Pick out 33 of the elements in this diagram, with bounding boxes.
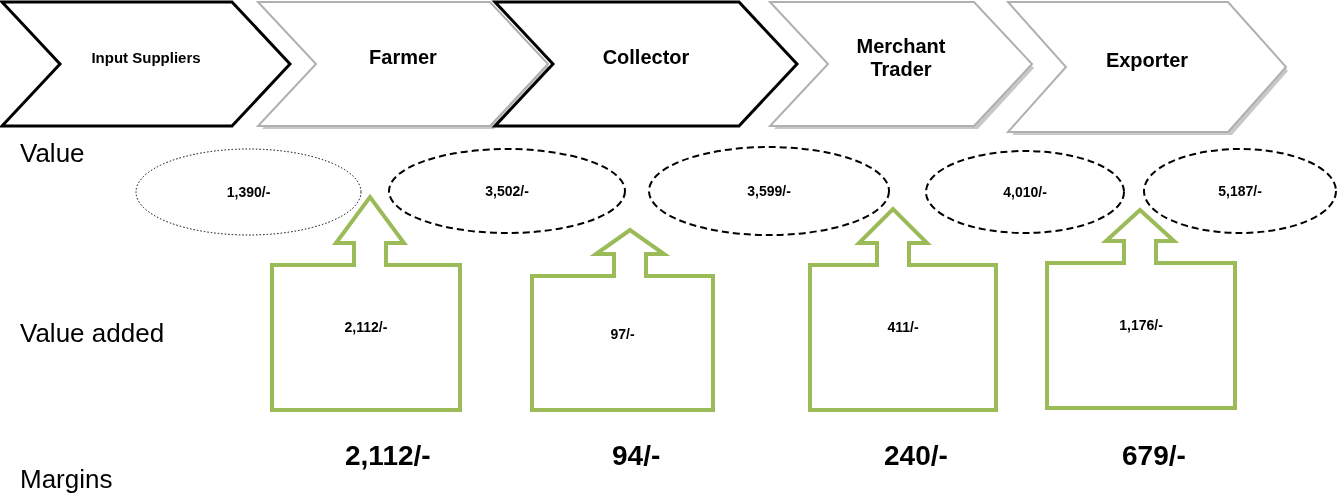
- value-ellipse: [1143, 148, 1337, 234]
- node-label: 4,010/-: [1002, 183, 1048, 202]
- row-label: Value: [20, 138, 85, 169]
- margin-value: 679/-: [1122, 440, 1186, 472]
- chevron-step: [770, 2, 1032, 126]
- value-ellipse: [648, 146, 890, 236]
- margin-value: 240/-: [884, 440, 948, 472]
- chevron-step: [2, 2, 290, 126]
- margin-value: 2,112/-: [345, 440, 431, 472]
- node-label: 3,599/-: [746, 182, 792, 201]
- value-ellipse: [388, 148, 626, 234]
- value-added-callout: [808, 207, 998, 412]
- value-ellipse: [925, 150, 1125, 234]
- node-label: 411/-: [886, 318, 920, 338]
- value-added-callout: [270, 195, 462, 412]
- node-label: 1,176/-: [1118, 316, 1164, 336]
- node-label: 3,502/-: [484, 182, 530, 201]
- node-label: Input Suppliers: [90, 48, 202, 69]
- value-added-callout: [530, 228, 715, 412]
- node-label: Merchant Trader: [855, 33, 947, 82]
- node-label: Collector: [601, 45, 691, 71]
- node-label: 2,112/-: [343, 318, 389, 338]
- margin-value: 94/-: [612, 440, 661, 472]
- node-label: 5,187/-: [1217, 182, 1263, 201]
- row-label: Margins: [20, 464, 113, 495]
- node-label: Farmer: [368, 45, 438, 71]
- value-added-callout: [1045, 208, 1237, 410]
- chevron-step: [1008, 2, 1286, 132]
- node-label: Exporter: [1104, 48, 1190, 73]
- value-ellipse: [135, 148, 362, 236]
- row-label: Value added: [20, 318, 165, 349]
- node-label: 97/-: [609, 324, 636, 344]
- node-label: 1,390/-: [225, 183, 272, 202]
